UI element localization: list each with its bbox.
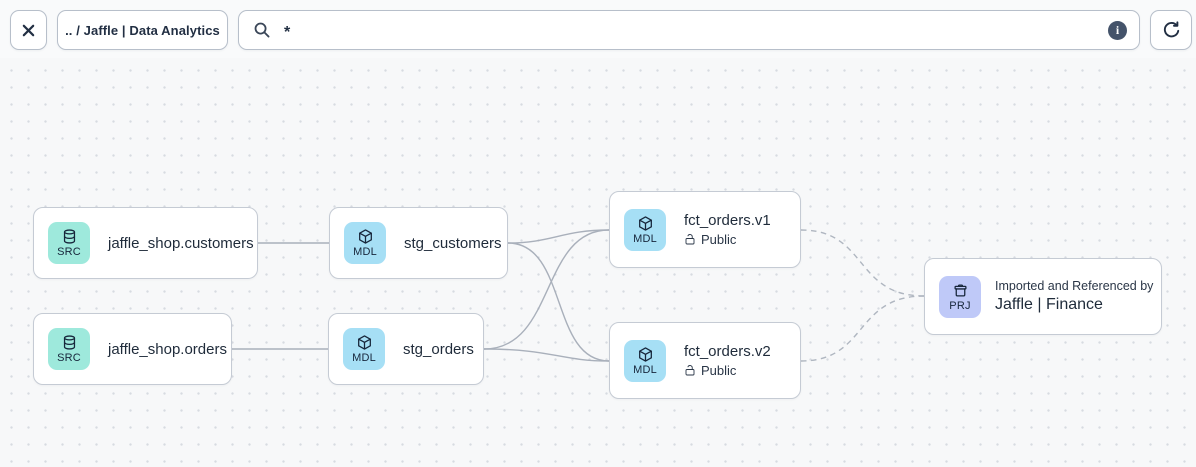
model-type-tile: MDL — [344, 222, 386, 264]
node-project-jaffle-finance[interactable]: PRJ Imported and Referenced by Jaffle | … — [924, 258, 1162, 335]
node-title: jaffle_shop.customers — [108, 234, 254, 252]
close-icon — [22, 24, 35, 36]
node-model-fct-orders-v2[interactable]: MDL fct_orders.v2 Public — [609, 322, 801, 399]
node-model-stg-customers[interactable]: MDL stg_customers — [329, 207, 508, 279]
model-type-label: MDL — [353, 246, 377, 258]
model-type-tile: MDL — [624, 208, 666, 251]
access-badge: Public — [684, 363, 771, 378]
model-type-label: MDL — [633, 363, 657, 376]
refresh-button[interactable] — [1150, 10, 1192, 50]
source-type-label: SRC — [57, 352, 81, 364]
archive-box-icon — [953, 283, 967, 297]
close-button[interactable] — [10, 10, 47, 50]
model-type-tile: MDL — [624, 339, 666, 382]
unlocked-icon — [685, 365, 695, 376]
access-label: Public — [701, 232, 737, 247]
node-title: stg_orders — [403, 340, 474, 358]
node-title: fct_orders.v2 — [684, 343, 771, 360]
node-model-fct-orders-v1[interactable]: MDL fct_orders.v1 Public — [609, 191, 801, 268]
project-type-tile: PRJ — [939, 275, 981, 318]
node-title: fct_orders.v1 — [684, 212, 771, 229]
node-source-jaffle-shop-customers[interactable]: SRC jaffle_shop.customers — [33, 207, 258, 279]
cube-icon — [357, 335, 371, 350]
cube-icon — [358, 229, 372, 244]
database-icon — [63, 335, 75, 350]
node-title: jaffle_shop.orders — [108, 340, 227, 358]
model-type-tile: MDL — [343, 328, 385, 370]
unlocked-icon — [685, 234, 695, 245]
breadcrumb[interactable]: .. / Jaffle | Data Analytics — [57, 10, 228, 50]
access-label: Public — [701, 363, 737, 378]
database-icon — [63, 229, 75, 244]
model-type-label: MDL — [633, 232, 657, 245]
search-icon — [254, 22, 270, 38]
access-badge: Public — [684, 232, 771, 247]
node-title: stg_customers — [404, 234, 502, 252]
node-subtitle: Imported and Referenced by — [995, 279, 1154, 293]
source-type-label: SRC — [57, 246, 81, 258]
info-icon[interactable]: i — [1108, 20, 1127, 40]
cube-icon — [638, 346, 652, 362]
source-type-tile: SRC — [48, 222, 90, 264]
search-box[interactable]: i — [238, 10, 1140, 50]
node-model-stg-orders[interactable]: MDL stg_orders — [328, 313, 484, 385]
cube-icon — [638, 215, 652, 231]
node-source-jaffle-shop-orders[interactable]: SRC jaffle_shop.orders — [33, 313, 232, 385]
search-input[interactable] — [284, 18, 1095, 42]
node-title: Jaffle | Finance — [995, 296, 1103, 313]
model-type-label: MDL — [352, 352, 376, 364]
refresh-icon — [1163, 20, 1179, 37]
source-type-tile: SRC — [48, 328, 90, 370]
project-type-label: PRJ — [949, 299, 971, 312]
